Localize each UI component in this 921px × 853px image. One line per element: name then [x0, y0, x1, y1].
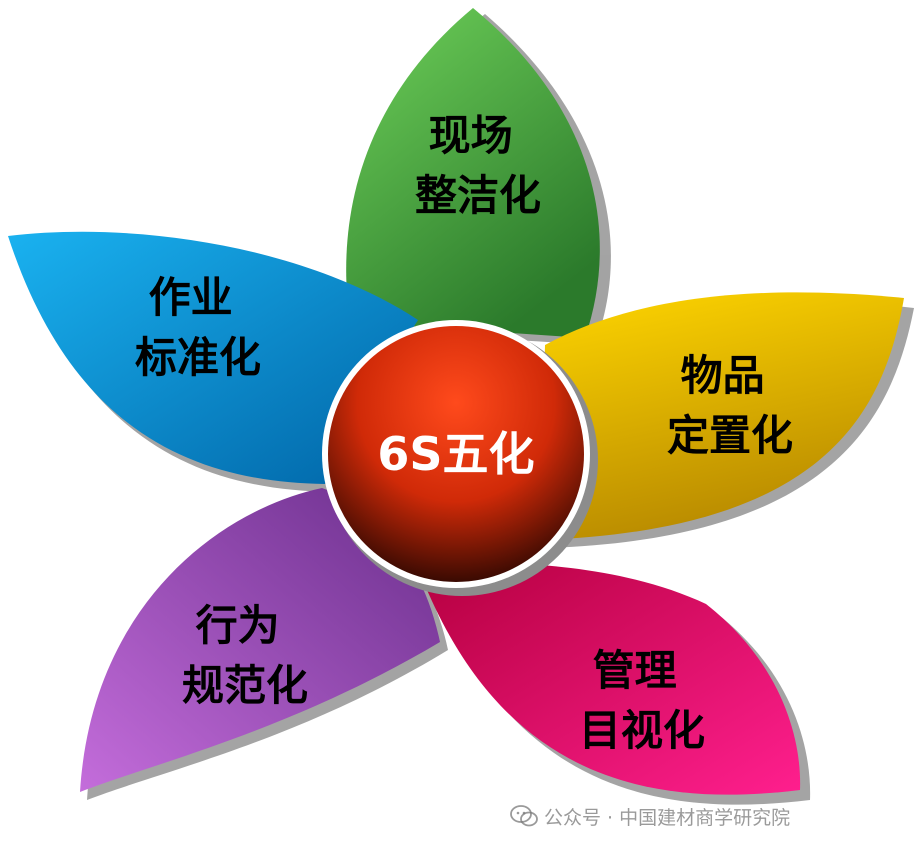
- watermark: 公众号 · 中国建材商学研究院: [510, 800, 790, 832]
- center-label: 6S五化: [377, 427, 534, 481]
- pink-petal-line-2: 目视化: [579, 706, 705, 755]
- pink-petal-label: 管理 目视化: [579, 646, 705, 755]
- blue-petal-line-1: 作业: [149, 273, 233, 322]
- yellow-petal-line-1: 物品: [681, 351, 765, 400]
- yellow-petal-label: 物品 定置化: [667, 351, 793, 460]
- purple-petal: [80, 488, 440, 792]
- pink-petal-line-1: 管理: [593, 646, 677, 695]
- center-node: 6S五化: [322, 320, 598, 596]
- center-circle: [328, 326, 584, 582]
- petals: [8, 8, 904, 795]
- blue-petal-line-2: 标准化: [135, 333, 261, 382]
- pink-petal: [422, 563, 801, 795]
- green-petal-line-2: 整洁化: [415, 171, 541, 220]
- purple-petal-line-1: 行为: [196, 601, 280, 650]
- green-petal: [346, 8, 600, 338]
- blue-petal-label: 作业 标准化: [135, 273, 261, 382]
- yellow-petal: [540, 292, 904, 540]
- purple-petal-label: 行为 规范化: [182, 601, 308, 710]
- blue-petal: [8, 231, 418, 484]
- yellow-petal-line-2: 定置化: [667, 411, 793, 460]
- purple-petal-line-2: 规范化: [182, 661, 308, 710]
- petal-labels: 现场 整洁化 物品 定置化 管理 目视化 行为 规范化 作业 标准化: [135, 111, 793, 755]
- wechat-icon: [510, 805, 538, 827]
- watermark-text: 公众号 · 中国建材商学研究院: [544, 806, 791, 829]
- green-petal-label: 现场 整洁化: [415, 111, 541, 220]
- green-petal-line-1: 现场: [429, 111, 513, 160]
